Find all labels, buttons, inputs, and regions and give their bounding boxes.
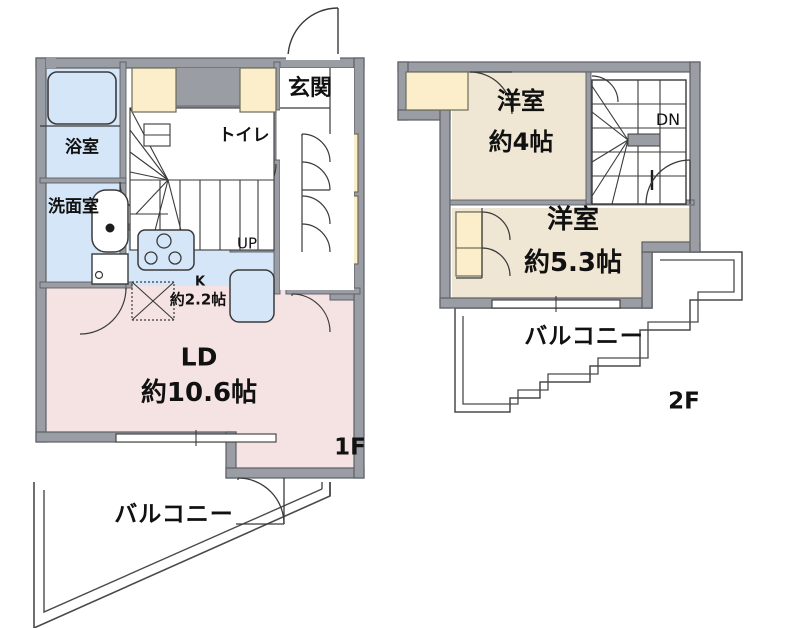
living-hall-door-swing <box>291 293 331 333</box>
stair-hall-door-swing <box>645 159 691 205</box>
staircase-1f <box>129 107 275 251</box>
balcony-1f-outline <box>33 482 331 628</box>
balcony-2f-label: バルコニー <box>524 323 644 350</box>
vanity-sink-icon <box>91 189 129 253</box>
floor-label-1f: 1F <box>334 434 366 461</box>
walls-2f-interior <box>449 71 695 206</box>
entrance-hall-fill <box>280 68 354 290</box>
stove-icon <box>137 229 195 271</box>
western-room-1-door-swing <box>469 71 513 115</box>
stairs-down-label: DN <box>655 110 681 129</box>
room-label-washroom: 洗面室 <box>48 196 99 219</box>
western-room-2-label: 洋室 <box>546 205 600 235</box>
stair-top-door-swing <box>591 75 619 103</box>
washroom-door-swing <box>79 287 127 335</box>
room-fill-western-1 <box>452 72 590 204</box>
floor-label-2f: 2F <box>668 388 700 415</box>
room-label-washroom-text: 洗面室 <box>48 196 99 219</box>
washer-space-icon <box>131 281 175 321</box>
western-room-2-window <box>491 296 621 312</box>
room-label-toilet: トイレ <box>218 125 270 146</box>
kitchen-size: 約2.2帖 <box>169 290 227 309</box>
vanity-cabinet-icon <box>91 253 129 285</box>
kitchen-sink-icon <box>229 269 275 323</box>
living-balcony-door-swing <box>236 477 285 525</box>
staircase-2f <box>591 79 687 205</box>
room-label-kitchen: K <box>195 274 205 290</box>
room-label-bathroom: 浴室 <box>65 137 99 158</box>
balcony-1f-label: バルコニー <box>114 501 234 528</box>
room-fill-western-2 <box>452 208 694 300</box>
floor-1-group <box>33 6 365 628</box>
bathtub-icon <box>47 71 117 125</box>
living-tag: LD <box>180 342 218 372</box>
entrance-closet-door-swings <box>301 133 331 253</box>
balcony-2f-outline <box>454 251 743 413</box>
room-label-entrance: 玄関 <box>287 76 333 101</box>
front-door <box>286 6 340 60</box>
western-room-1-size: 約4帖 <box>488 128 554 156</box>
closet-2f-left-door-swings <box>456 208 511 279</box>
western-room-1-label: 洋室 <box>497 87 545 115</box>
stairs-up-label: UP <box>236 234 258 253</box>
living-sliding-window <box>115 430 277 446</box>
kitchen-tag: K <box>194 274 206 290</box>
closet-1f-mid <box>239 67 277 113</box>
western-room-2-size: 約5.3帖 <box>523 248 623 278</box>
closet-2f-top <box>405 71 469 111</box>
closet-1f-left <box>131 67 177 113</box>
floor-2-group <box>397 61 743 413</box>
living-size: 約10.6帖 <box>140 378 258 408</box>
